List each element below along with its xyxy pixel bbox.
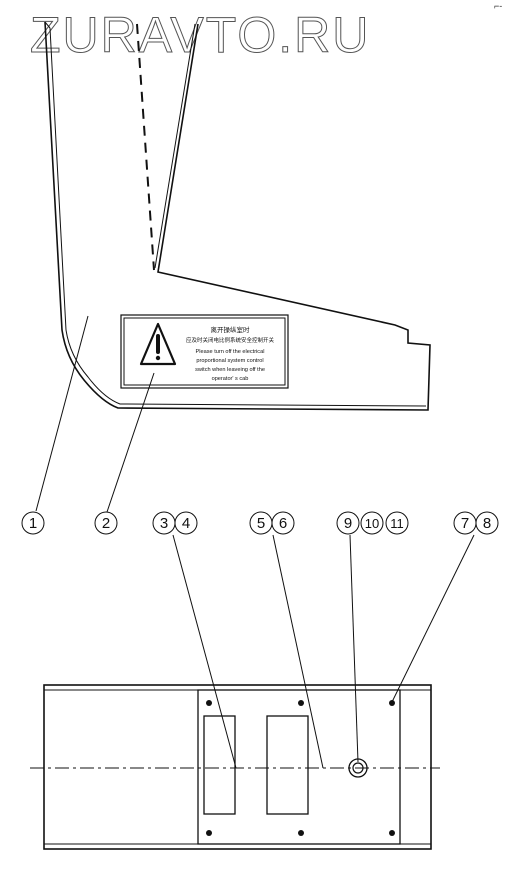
callout-5: 5 <box>249 511 273 535</box>
label-english-line-4: operator' s cab <box>212 376 249 382</box>
leader-line-7-8 <box>391 534 475 703</box>
callout-8: 8 <box>475 511 499 535</box>
watermark-text: ZURAVTO.RU <box>30 7 370 63</box>
bolt-hole <box>389 830 395 836</box>
warning-label-plate: 离开操纵室时 应及时关闭电比例系统安全控制开关 Please turn off … <box>120 314 289 389</box>
hidden-edge-dashed <box>136 23 155 271</box>
svg-text:3: 3 <box>160 515 168 532</box>
svg-text:7: 7 <box>461 515 469 532</box>
cutout-left <box>203 715 236 815</box>
svg-text:4: 4 <box>182 515 190 532</box>
leader-line-9-10-11 <box>349 534 359 763</box>
label-chinese-line-2: 应及时关闭电比例系统安全控制开关 <box>186 336 275 344</box>
svg-text:11: 11 <box>390 516 404 531</box>
label-english-line-1: Please turn off the electrical <box>196 349 265 355</box>
svg-text:10: 10 <box>365 516 379 531</box>
callout-9: 9 <box>336 511 360 535</box>
cutout-right <box>266 715 309 815</box>
leader-line-2 <box>106 372 155 513</box>
bolt-hole <box>298 700 304 706</box>
leader-line-5-6 <box>272 534 324 769</box>
callout-4: 4 <box>174 511 198 535</box>
svg-text:1: 1 <box>29 515 37 532</box>
callout-10: 10 <box>360 511 384 535</box>
callout-row: 1 2 3 4 5 6 9 10 <box>21 511 499 535</box>
inner-plate <box>197 689 401 845</box>
callout-3: 3 <box>152 511 176 535</box>
svg-text:8: 8 <box>483 515 491 532</box>
bolt-hole <box>389 700 395 706</box>
top-view-housing <box>30 684 440 850</box>
svg-text:6: 6 <box>279 515 287 532</box>
svg-text:5: 5 <box>257 515 265 532</box>
bolt-hole <box>298 830 304 836</box>
callout-11: 11 <box>385 511 409 535</box>
leader-line-1 <box>35 315 89 512</box>
svg-text:9: 9 <box>344 515 352 532</box>
label-english-line-2: proportional system control <box>196 358 263 364</box>
bolt-hole <box>206 700 212 706</box>
callout-2: 2 <box>94 511 118 535</box>
callout-6: 6 <box>271 511 295 535</box>
warning-triangle-icon <box>139 322 177 366</box>
side-panel-outline <box>44 21 431 411</box>
callout-1: 1 <box>21 511 45 535</box>
leader-line-3-4 <box>172 534 237 769</box>
label-english-line-3: switch when leaveing off the <box>195 367 265 373</box>
bolt-hole <box>206 830 212 836</box>
corner-mark: ⌐- <box>494 1 502 11</box>
label-chinese-line-1: 离开操纵室时 <box>211 325 251 334</box>
callout-7: 7 <box>453 511 477 535</box>
svg-text:2: 2 <box>102 515 110 532</box>
